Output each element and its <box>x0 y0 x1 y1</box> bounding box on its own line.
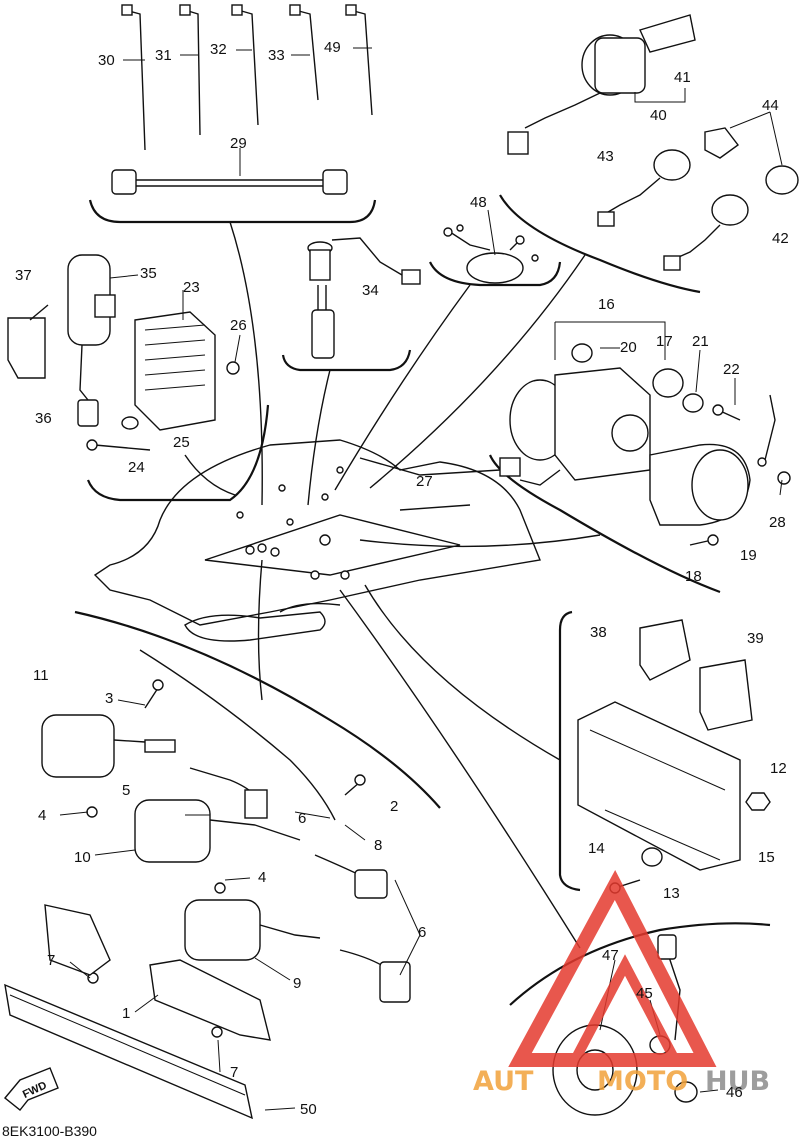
callout-18: 18 <box>685 568 702 585</box>
callout-6a: 6 <box>298 810 306 827</box>
callout-labels: 1 2 3 4 4 5 6 6 7 7 8 9 10 11 12 13 14 1… <box>15 39 789 1118</box>
snowmobile-outline <box>93 439 541 642</box>
callout-16: 16 <box>598 296 615 313</box>
callout-48: 48 <box>470 194 487 211</box>
callout-40: 40 <box>650 107 667 124</box>
callout-44: 44 <box>762 97 779 114</box>
watermark-text-3: HUB <box>705 1066 770 1097</box>
callout-15: 15 <box>758 849 775 866</box>
callout-31: 31 <box>155 47 172 64</box>
callout-50: 50 <box>300 1101 317 1118</box>
callout-34: 34 <box>362 282 379 299</box>
callout-19: 19 <box>740 547 757 564</box>
rail-assembly <box>4 983 296 1120</box>
callout-14: 14 <box>588 840 605 857</box>
callout-5: 5 <box>122 782 130 799</box>
callout-28: 28 <box>769 514 786 531</box>
callout-2: 2 <box>390 798 398 815</box>
callout-6b: 6 <box>418 924 426 941</box>
callout-17: 17 <box>656 333 673 350</box>
callout-12: 12 <box>770 760 787 777</box>
callout-32: 32 <box>210 41 227 58</box>
callout-9: 9 <box>293 975 301 992</box>
main-switch-assembly <box>507 14 799 271</box>
callout-25: 25 <box>173 434 190 451</box>
flywheel-sensor <box>552 934 719 1116</box>
callout-46: 46 <box>726 1084 743 1101</box>
callout-10: 10 <box>74 849 91 866</box>
ignition-coils <box>41 649 421 1073</box>
sensor-assembly <box>307 237 421 359</box>
callout-21: 21 <box>692 333 709 350</box>
callout-4a: 4 <box>38 807 46 824</box>
callout-39: 39 <box>747 630 764 647</box>
callout-24: 24 <box>128 459 145 476</box>
callout-3: 3 <box>105 690 113 707</box>
diagram-code: 8EK3100-B390 <box>2 1123 97 1139</box>
callout-47: 47 <box>602 947 619 964</box>
harness-loop <box>443 209 539 284</box>
callout-1: 1 <box>122 1005 130 1022</box>
callout-33: 33 <box>268 47 285 64</box>
callout-41: 41 <box>674 69 691 86</box>
callout-7a: 7 <box>47 952 55 969</box>
callout-29: 29 <box>230 135 247 152</box>
callout-20: 20 <box>620 339 637 356</box>
cdi-assembly <box>577 619 771 894</box>
callout-30: 30 <box>98 52 115 69</box>
leader-arrows <box>184 221 601 949</box>
callout-23: 23 <box>183 279 200 296</box>
callout-8: 8 <box>374 837 382 854</box>
callout-49: 49 <box>324 39 341 56</box>
callout-7b: 7 <box>230 1064 238 1081</box>
callout-45: 45 <box>636 985 653 1002</box>
regulator-assembly <box>7 254 241 451</box>
autumotohub-watermark: AUT MOTO HUB <box>473 870 770 1097</box>
fwd-arrow-icon: FWD <box>4 1067 59 1111</box>
cable-ties <box>111 4 373 195</box>
callout-37: 37 <box>15 267 32 284</box>
callout-43: 43 <box>597 148 614 165</box>
callout-4b: 4 <box>258 869 266 886</box>
callout-27: 27 <box>416 473 433 490</box>
starter-assembly <box>499 321 791 546</box>
callout-35: 35 <box>140 265 157 282</box>
callout-42: 42 <box>772 230 789 247</box>
watermark-text-2: MOTO <box>597 1066 688 1097</box>
watermark-text-1: AUT <box>473 1066 534 1097</box>
callout-26: 26 <box>230 317 247 334</box>
callout-11: 11 <box>33 667 49 684</box>
callout-38: 38 <box>590 624 607 641</box>
callout-13: 13 <box>663 885 680 902</box>
callout-22: 22 <box>723 361 740 378</box>
callout-36: 36 <box>35 410 52 427</box>
